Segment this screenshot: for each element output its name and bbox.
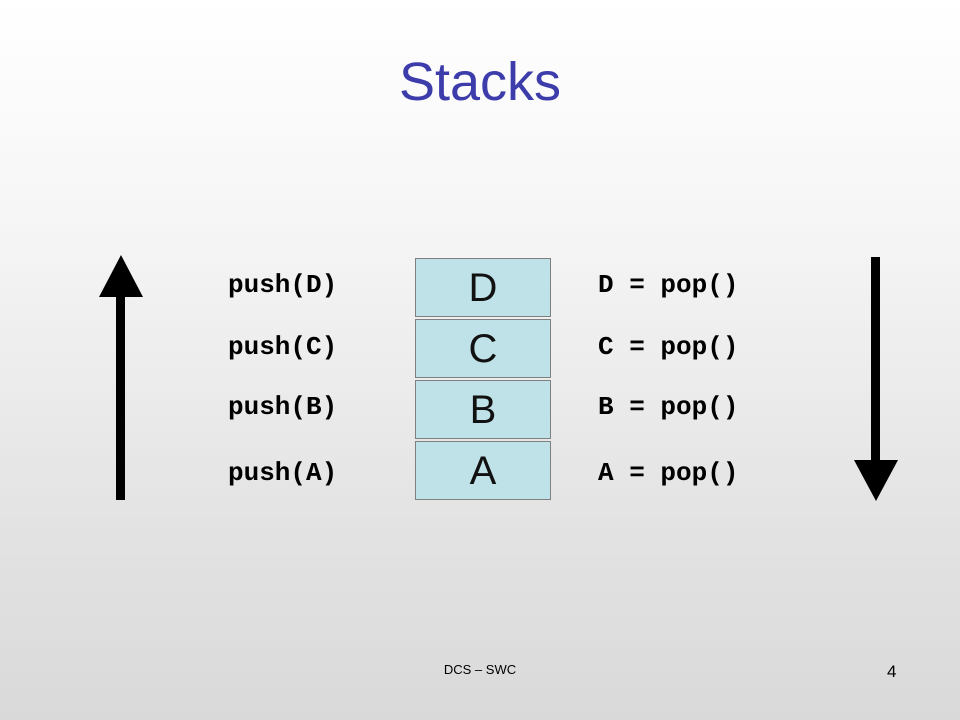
up-arrow-icon xyxy=(99,255,143,500)
pop-op-d: D = pop() xyxy=(598,270,739,300)
push-op-d: push(D) xyxy=(228,270,338,300)
push-op-b: push(B) xyxy=(228,392,338,422)
push-op-a: push(A) xyxy=(228,458,338,488)
up-arrow-shaft xyxy=(116,295,125,500)
stack-cell-d: D xyxy=(415,258,551,317)
down-arrow-head xyxy=(854,460,898,501)
stack-cell-c: C xyxy=(415,319,551,378)
slide-footer: DCS – SWC xyxy=(443,662,517,677)
up-arrow-head xyxy=(99,255,143,297)
stack-cell-b: B xyxy=(415,380,551,439)
slide-title: Stacks xyxy=(398,52,562,112)
down-arrow-icon xyxy=(854,257,898,501)
pop-op-c: C = pop() xyxy=(598,332,739,362)
pop-op-a: A = pop() xyxy=(598,458,739,488)
stack-cell-a: A xyxy=(415,441,551,500)
pop-op-b: B = pop() xyxy=(598,392,739,422)
page-number: 4 xyxy=(887,662,897,681)
push-op-c: push(C) xyxy=(228,332,338,362)
down-arrow-shaft xyxy=(871,257,880,462)
